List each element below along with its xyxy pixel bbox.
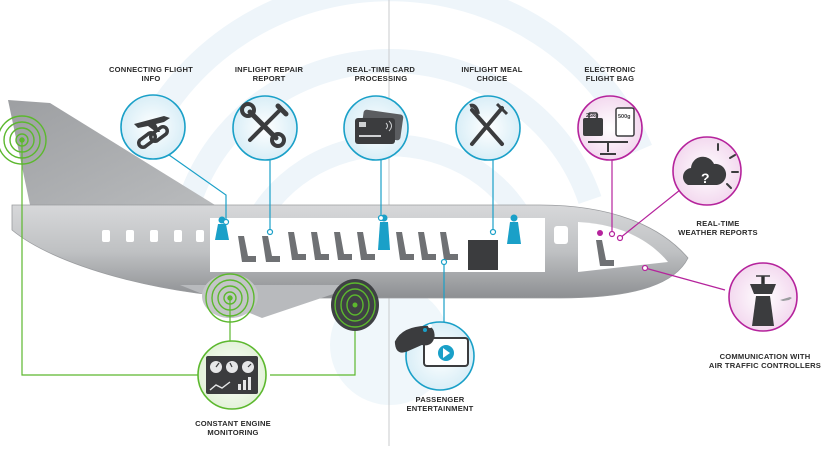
engine-monitoring-label-line-1: CONSTANT ENGINE	[195, 419, 271, 428]
cloud-sun-question-icon: ?	[672, 136, 742, 206]
connector-endpoints-blue	[222, 214, 497, 266]
cabin-windows	[102, 230, 204, 242]
passenger-seats	[238, 232, 614, 270]
gauges-dashboard-icon	[197, 340, 267, 410]
entertainment-label-line-2: ENTERTAINMENT	[406, 404, 474, 413]
card-processing-label-line-1: REAL-TIME CARD	[346, 65, 416, 74]
weather-label-line-2: WEATHER REPORTS	[678, 228, 758, 237]
meal-choice-label-line-1: INFLIGHT MEAL	[461, 65, 523, 74]
atc-label: COMMUNICATION WITH AIR TRAFFIC CONTROLLE…	[700, 352, 830, 370]
engine-monitoring-label: CONSTANT ENGINE MONITORING	[186, 419, 280, 437]
weather-label: REAL-TIME WEATHER REPORTS	[668, 219, 768, 237]
svg-text:?: ?	[701, 170, 710, 186]
engine-turbine	[331, 279, 379, 331]
gamepad-video-icon	[394, 321, 475, 391]
connecting-flight-label: CONNECTING FLIGHT INFO	[106, 65, 196, 83]
connecting-flight-label-line-1: CONNECTING FLIGHT	[109, 65, 193, 74]
entertainment-label: PASSENGER ENTERTAINMENT	[395, 395, 485, 413]
sensor-ring-tail	[0, 115, 47, 165]
sensor-ring-wing	[205, 273, 255, 323]
cockpit-door-window	[554, 226, 568, 244]
meal-choice-label: INFLIGHT MEAL CHOICE	[447, 65, 537, 83]
weather-label-line-1: REAL-TIME	[696, 219, 740, 228]
atc-label-line-2: AIR TRAFFIC CONTROLLERS	[708, 361, 822, 370]
scale-weight-text: 500g	[618, 114, 631, 120]
weighing-scale-icon	[577, 95, 643, 161]
fork-knife-icon	[455, 95, 521, 161]
connector-lines-magenta	[611, 158, 726, 291]
bag-weight-text: 25kg	[586, 113, 599, 119]
wrench-screwdriver-icon	[232, 95, 298, 161]
meal-choice-label-line-2: CHOICE	[476, 74, 508, 83]
inflight-repair-label-line-1: INFLIGHT REPAIR	[234, 65, 304, 74]
engine-monitoring-label-line-2: MONITORING	[207, 428, 259, 437]
pilot-figure	[597, 230, 603, 236]
flight-bag-label: ELECTRONIC FLIGHT BAG	[565, 65, 655, 83]
flight-bag-label-line-1: ELECTRONIC	[584, 65, 636, 74]
entertainment-label-line-1: PASSENGER	[415, 395, 465, 404]
credit-cards-icon	[343, 95, 409, 161]
control-tower-icon	[728, 262, 798, 332]
connecting-flight-label-line-2: INFO	[141, 74, 161, 83]
tail-fin	[8, 100, 215, 205]
plane-chain-icon	[120, 94, 186, 160]
inflight-repair-label-line-2: REPORT	[252, 74, 286, 83]
connector-endpoints-magenta	[608, 230, 649, 272]
signal-waves-background	[128, 0, 652, 405]
card-processing-label: REAL-TIME CARD PROCESSING	[336, 65, 426, 83]
connector-lines-blue	[161, 149, 494, 330]
inflight-repair-label: INFLIGHT REPAIR REPORT	[224, 65, 314, 83]
flight-bag-label-line-2: FLIGHT BAG	[585, 74, 635, 83]
card-processing-label-line-2: PROCESSING	[354, 74, 408, 83]
atc-label-line-1: COMMUNICATION WITH	[719, 352, 811, 361]
